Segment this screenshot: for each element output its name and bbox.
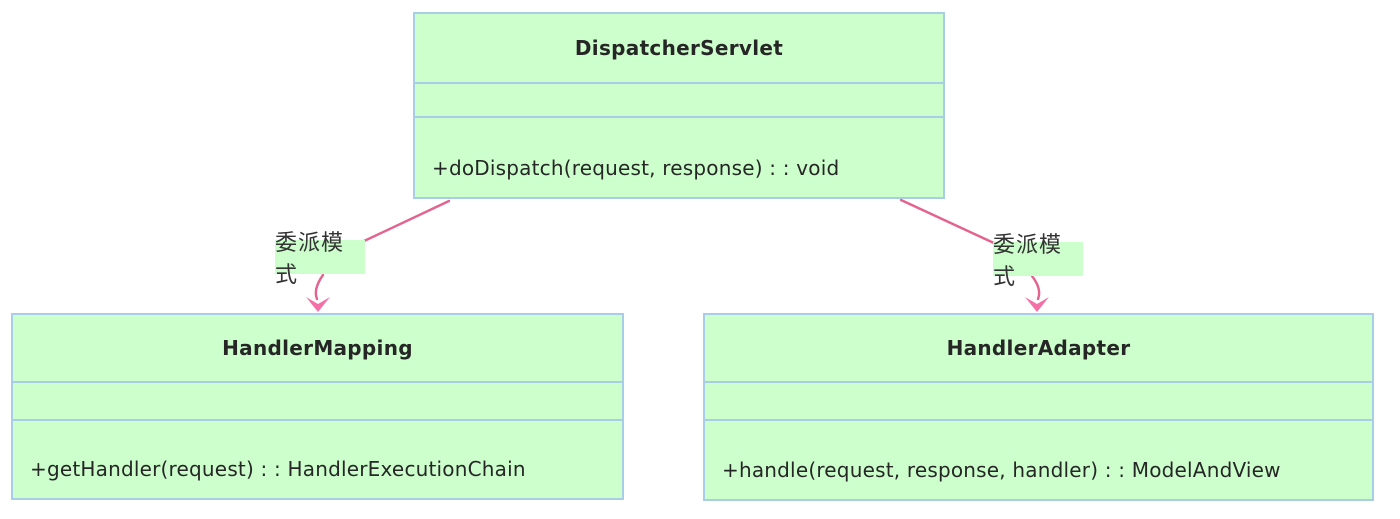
- arrowhead-left-icon: [306, 297, 330, 312]
- edge-line-right-upper: [899, 198, 998, 246]
- class-method: +doDispatch(request, response) : : void: [432, 156, 840, 180]
- edge-label-delegation-left: 委派模式: [275, 231, 365, 288]
- arrowhead-right-icon: [1025, 297, 1049, 312]
- class-title: DispatcherServlet: [415, 14, 943, 84]
- class-title: HandlerAdapter: [705, 315, 1372, 383]
- class-box-handlermapping: HandlerMapping +getHandler(request) : : …: [11, 313, 624, 500]
- class-title: HandlerMapping: [13, 315, 622, 383]
- class-attributes-empty: [13, 383, 622, 421]
- class-attributes-empty: [415, 84, 943, 118]
- class-attributes-empty: [705, 383, 1372, 421]
- class-box-dispatcherservlet: DispatcherServlet +doDispatch(request, r…: [413, 12, 945, 199]
- edge-label-delegation-right: 委派模式: [993, 233, 1083, 290]
- class-box-handleradapter: HandlerAdapter +handle(request, response…: [703, 313, 1374, 501]
- class-method: +handle(request, response, handler) : : …: [722, 458, 1281, 482]
- class-method: +getHandler(request) : : HandlerExecutio…: [30, 457, 526, 481]
- edge-line-left-upper: [360, 199, 451, 244]
